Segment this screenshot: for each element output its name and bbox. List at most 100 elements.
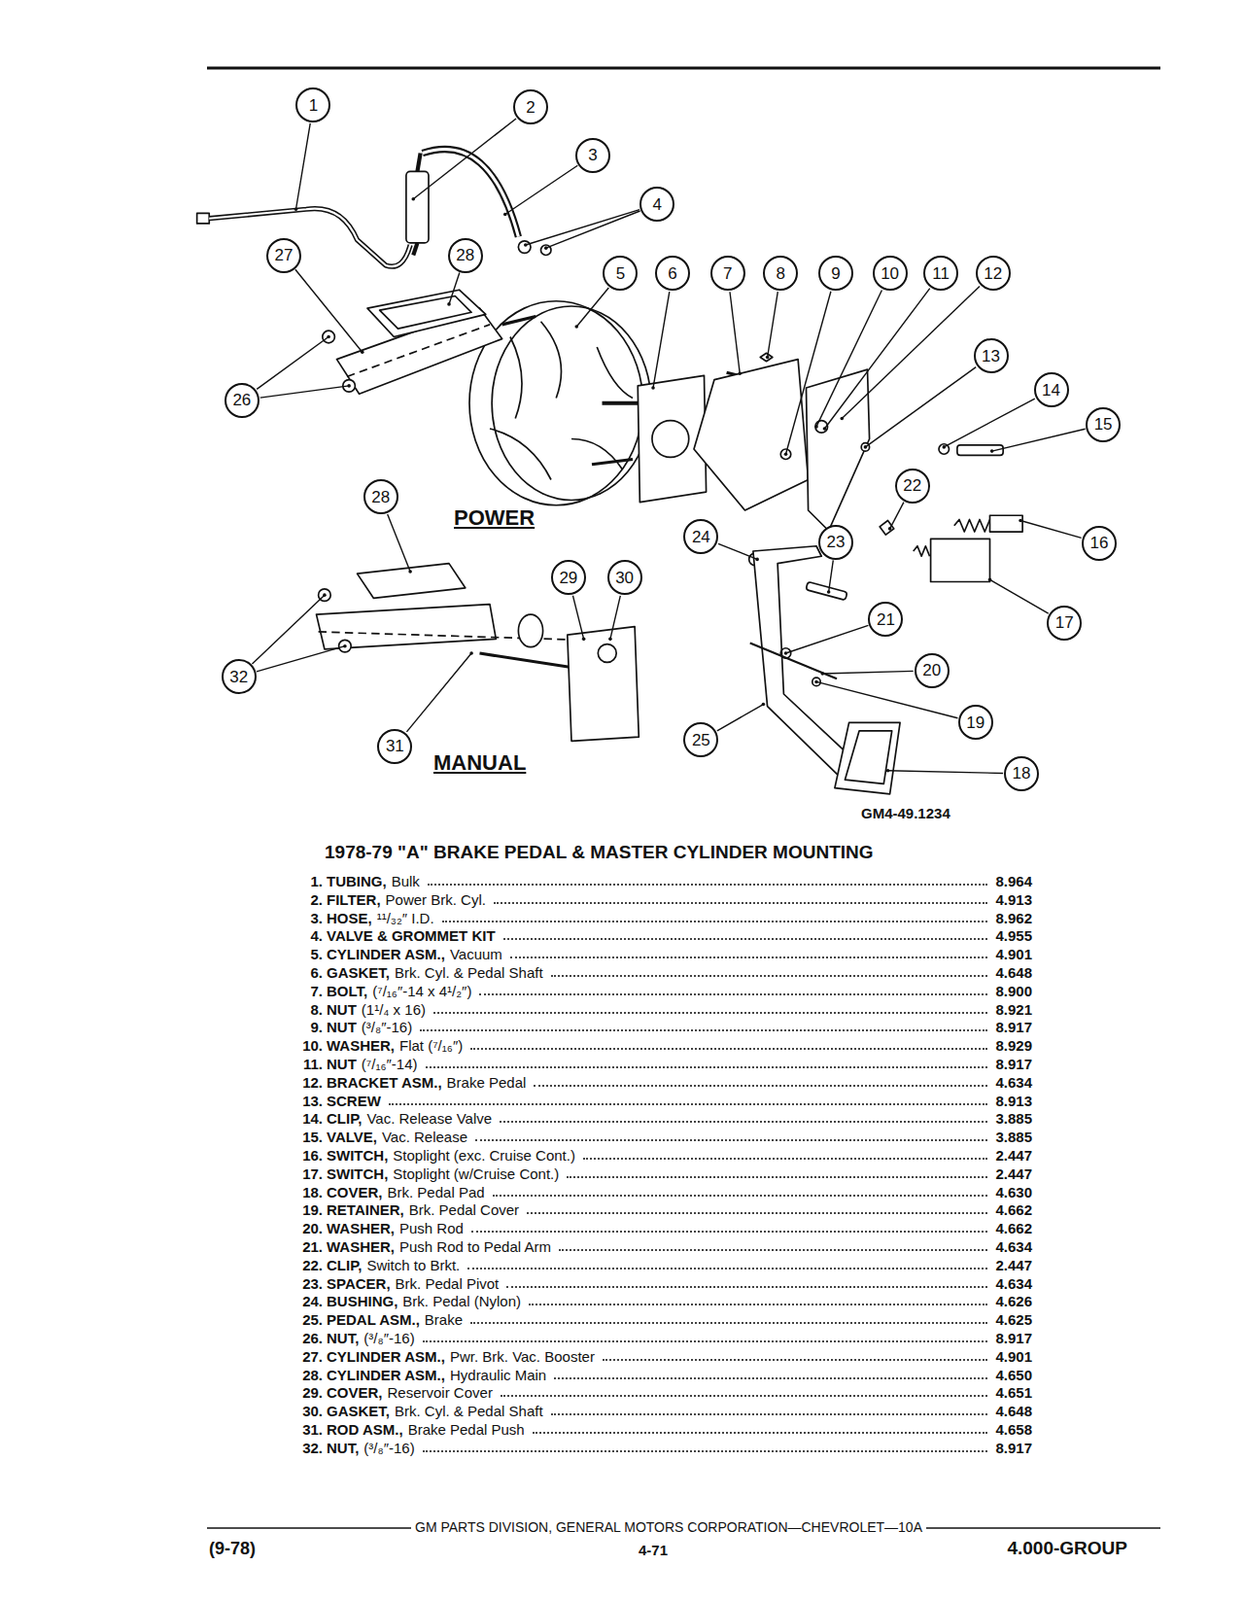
dot-leader	[479, 993, 988, 996]
item-number: 31.	[281, 1420, 323, 1438]
filter-nozzle	[416, 153, 420, 173]
callout-number: 13	[981, 347, 1001, 365]
leader-line	[718, 543, 758, 559]
dot-leader	[471, 1230, 989, 1233]
parts-row: 27.CYLINDER ASM.,Pwr. Brk. Vac. Booster4…	[281, 1346, 1033, 1365]
parts-row: 15.VALVE,Vac. Release3.885	[281, 1126, 1033, 1145]
part-description: Push Rod	[399, 1219, 464, 1237]
group-number: 4.634	[995, 1275, 1033, 1292]
dot-leader	[526, 1211, 988, 1214]
dot-leader	[499, 1120, 988, 1123]
exploded-view	[197, 148, 1023, 794]
callout-number: 9	[830, 265, 840, 282]
pivot-spacer	[805, 581, 848, 600]
dot-leader	[566, 1175, 988, 1178]
callout-number: 18	[1012, 764, 1032, 782]
part-description: Stoplight (w/Cruise Cont.)	[392, 1165, 559, 1182]
group-number: 4.651	[995, 1383, 1033, 1401]
dot-leader	[425, 1066, 989, 1069]
callout-circle: 17	[1046, 605, 1082, 641]
leader-tip	[823, 426, 828, 431]
parts-row: 23.SPACER,Brk. Pedal Pivot4.634	[281, 1273, 1033, 1292]
leader-line	[816, 290, 882, 427]
nut	[322, 330, 336, 344]
leader-tip	[326, 335, 331, 340]
leader-tip	[1018, 518, 1023, 523]
callout-number: 20	[922, 661, 941, 679]
callout-circle: 26	[224, 382, 260, 418]
dot-leader	[500, 1394, 989, 1397]
callout-number: 19	[966, 714, 985, 731]
stoplight-switch	[989, 515, 1023, 532]
leader-tip	[582, 637, 587, 642]
part-name: SPACER,	[326, 1275, 391, 1292]
leader-line	[786, 624, 869, 654]
leader-tip	[346, 383, 351, 388]
part-name: BOLT,	[326, 982, 368, 1000]
leader-line	[449, 273, 460, 305]
callout-number: 17	[1055, 614, 1074, 631]
part-description: Brake	[424, 1311, 463, 1328]
section-label: POWER	[453, 505, 535, 531]
group-number: 8.913	[995, 1092, 1033, 1109]
callout-circle: 8	[762, 255, 798, 291]
part-name: CLIP,	[326, 1256, 362, 1274]
leader-tip	[544, 245, 549, 250]
group-number: 8.964	[995, 872, 1033, 890]
parts-row: 31.ROD ASM.,Brake Pedal Push4.658	[281, 1418, 1033, 1438]
callout-circle: 27	[266, 238, 302, 274]
item-number: 1.	[281, 872, 323, 890]
leader-line	[653, 291, 670, 388]
dot-leader	[470, 1321, 988, 1324]
callout-circle: 21	[867, 601, 903, 637]
callout-circle: 28	[448, 238, 484, 274]
part-name: HOSE,	[326, 909, 373, 927]
callout-number: 26	[232, 391, 251, 409]
leader-line	[786, 291, 831, 455]
cylinder-stud	[502, 316, 537, 325]
parts-row: 2.FILTER,Power Brk. Cyl.4.913	[281, 889, 1033, 908]
switch-thread	[913, 546, 931, 557]
part-name: WASHER,	[326, 1238, 395, 1255]
leader-tip	[469, 651, 474, 656]
part-name: PEDAL ASM.,	[326, 1311, 420, 1328]
dot-leader	[442, 920, 989, 923]
callout-circle: 1	[295, 87, 331, 123]
reservoir-cover	[356, 563, 465, 599]
gasket	[637, 375, 706, 502]
item-number: 15.	[281, 1128, 323, 1145]
part-description: Vac. Release	[381, 1128, 468, 1145]
parts-row: 28.CYLINDER ASM.,Hydraulic Main4.650	[281, 1364, 1033, 1383]
part-description: Vac. Release Valve	[366, 1109, 492, 1127]
callout-number: 30	[615, 569, 634, 587]
callout-circle: 23	[818, 524, 854, 560]
callout-number: 23	[827, 533, 846, 551]
leader-tip	[990, 449, 995, 453]
leader-line	[717, 704, 764, 731]
part-name: CYLINDER ASM.,	[326, 1347, 446, 1365]
part-description: Brake Pedal	[447, 1073, 527, 1091]
leader-line	[251, 594, 324, 664]
nut	[339, 639, 352, 653]
dot-leader	[551, 974, 989, 977]
parts-row: 18.COVER,Brk. Pedal Pad4.630	[281, 1181, 1033, 1201]
group-number: 8.900	[995, 982, 1033, 1000]
part-name: NUT	[326, 1018, 357, 1036]
group-number: 8.962	[995, 909, 1033, 927]
bracket-hole	[780, 449, 792, 460]
parts-row: 29.COVER,Reservoir Cover4.651	[281, 1382, 1033, 1401]
group-number: 8.921	[995, 1001, 1033, 1018]
part-description: Hydraulic Main	[449, 1366, 547, 1383]
leader-tip	[784, 451, 789, 456]
part-name: NUT	[326, 1001, 357, 1018]
callout-number: 6	[667, 265, 677, 282]
leader-line	[824, 288, 930, 429]
group-number: 4.901	[995, 945, 1033, 963]
leader-tip	[322, 592, 327, 597]
booster-stud	[591, 458, 633, 464]
leader-line	[992, 428, 1086, 451]
dot-leader	[475, 1139, 988, 1141]
leader-line	[943, 398, 1035, 448]
callout-circle: 13	[973, 338, 1009, 374]
callout-number: 21	[876, 611, 896, 628]
